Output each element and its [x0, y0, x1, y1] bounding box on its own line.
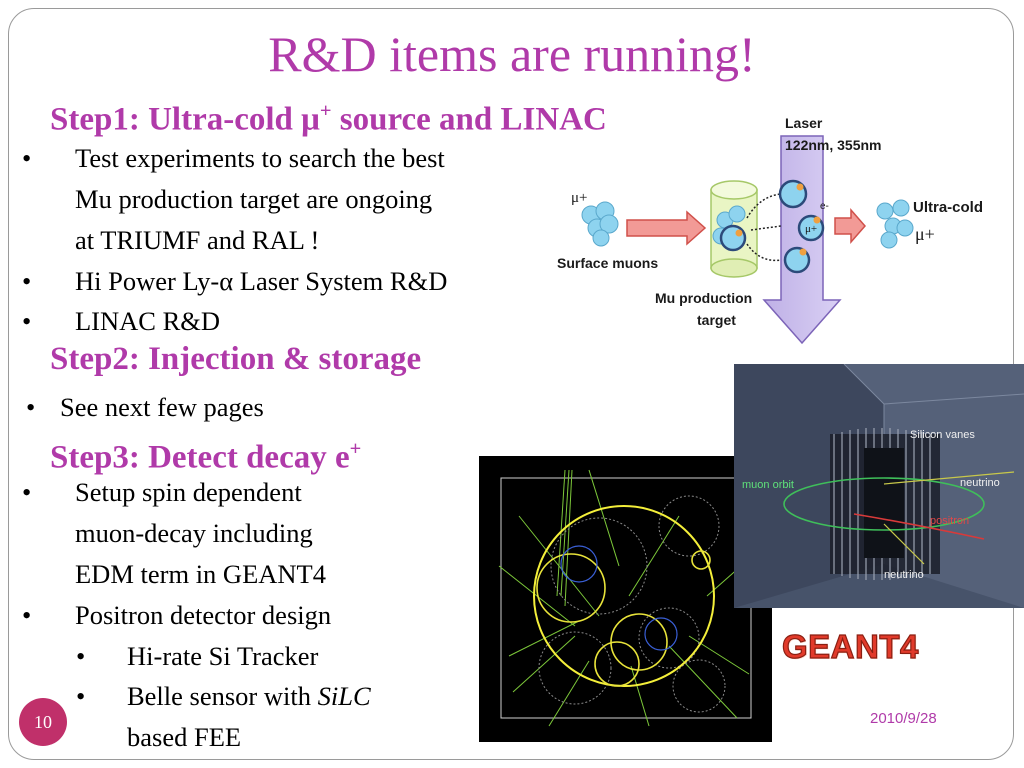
slide-title: R&D items are running! [268, 26, 756, 82]
neutrino-track [883, 523, 925, 565]
muonium-atoms [778, 179, 825, 274]
laser-arrow [762, 135, 842, 345]
track-simulation-figure [479, 456, 772, 742]
output-arrow [834, 208, 866, 244]
neutrino-track [883, 471, 1015, 485]
mu-plus-label: μ+ [571, 190, 588, 206]
list-item: • LINAC R&D [22, 306, 221, 336]
target-label-1: Mu production [655, 290, 752, 306]
silicon-vanes-label: Silicon vanes [910, 429, 975, 441]
muon-source-diagram: Laser 122nm, 355nm μ+ Surface muons Mu p… [557, 115, 983, 345]
mu-production-target [710, 180, 758, 278]
target-label-2: target [697, 312, 736, 328]
decay-tracks [498, 469, 750, 727]
electron-label: e- [820, 201, 829, 212]
list-item: • Test experiments to search the best Mu… [22, 143, 445, 255]
emission-path [750, 225, 782, 231]
laser-label: Laser [785, 115, 823, 131]
silicon-vanes [830, 428, 940, 580]
list-item: • Positron detector design [22, 600, 332, 630]
detector-3d-figure: Silicon vanes muon orbit neutrino positr… [734, 364, 1024, 608]
step2-heading: Step2: Injection & storage [50, 341, 422, 377]
slide-date: 2010/9/28 [870, 710, 937, 727]
positron-track [853, 513, 985, 540]
sub-list-item: • Hi-rate Si Tracker [76, 641, 319, 671]
step1-heading: Step1: Ultra-cold μ+ source and LINAC [50, 100, 607, 138]
ultra-cold-mu-label: μ+ [915, 224, 935, 244]
neutrino-label-2: neutrino [884, 569, 924, 581]
muon-orbit-label: muon orbit [742, 479, 794, 491]
step3-heading: Step3: Detect decay e+ [50, 438, 362, 476]
geant4-logo: GEANT4 [781, 627, 919, 665]
list-item: • See next few pages [26, 392, 264, 422]
positron-helices [533, 505, 715, 687]
dotted-helices [538, 495, 726, 713]
page-number-badge: 10 [19, 698, 67, 746]
emission-path [746, 243, 782, 262]
mu-inner-label: μ+ [805, 223, 817, 235]
surface-muon-cluster [581, 201, 619, 247]
ultra-cold-label: Ultra-cold [913, 199, 983, 216]
laser-wavelengths: 122nm, 355nm [785, 137, 882, 153]
ultra-cold-muon-cluster [876, 199, 914, 249]
neutrino-label-1: neutrino [960, 477, 1000, 489]
positron-label: positron [930, 515, 969, 527]
list-item: • Setup spin dependent muon-decay includ… [22, 477, 326, 589]
surface-muons-label: Surface muons [557, 255, 658, 271]
sub-list-item: • Belle sensor with SiLC based FEE [76, 681, 371, 752]
muon-orbit-path [783, 477, 985, 531]
list-item: • Hi Power Ly-α Laser System R&D [22, 266, 448, 296]
beam-arrow [626, 210, 707, 246]
